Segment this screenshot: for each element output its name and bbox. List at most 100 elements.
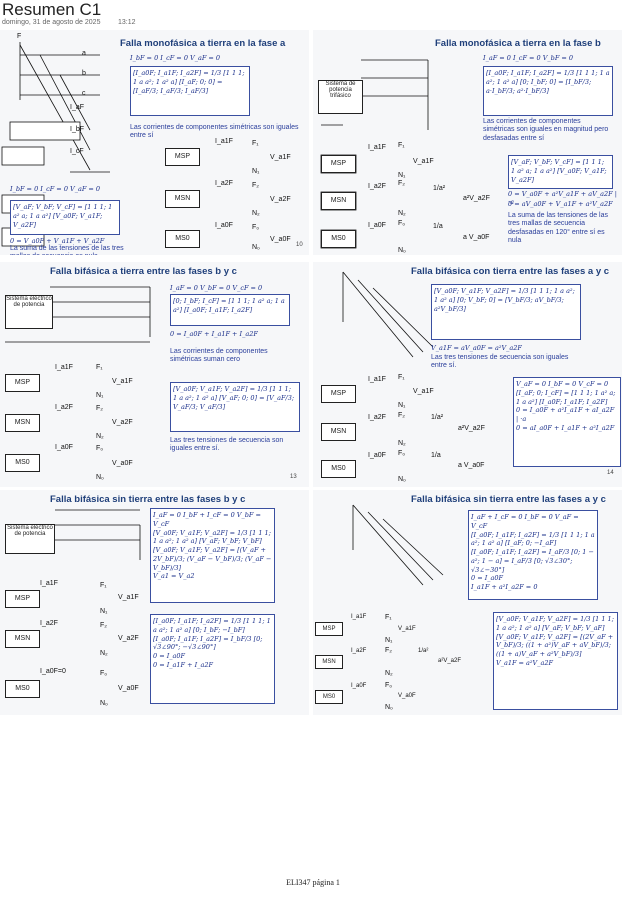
slide-5-text2: V_a1 = V_a2: [153, 572, 195, 581]
current-a0: I_a0F: [215, 222, 233, 229]
slide-4-diagram: [342, 271, 434, 358]
ratio-2: 1/a: [433, 223, 443, 230]
slide-4-box2: V_aF = 0 I_bF = 0 V_cF = 0 [I_aF; 0; I_c…: [513, 377, 621, 467]
slide-5-matrix1b: [V_a0F; V_a1F; V_a2F] = [(V_aF + 2V_bF)/…: [153, 546, 272, 572]
current-a0: I_a0F: [351, 683, 367, 689]
current-a2: I_a2F: [40, 620, 58, 627]
slide-2-text3: La suma de las tensiones de las tres mal…: [508, 212, 609, 245]
node-N1: N₁: [385, 637, 393, 644]
current-a1: I_a1F: [368, 144, 386, 151]
page-time: 13:12: [118, 19, 136, 26]
node-N2: N₂: [385, 670, 393, 677]
node-F1: F₁: [252, 140, 259, 147]
msp-box: MSP: [5, 590, 40, 608]
slide-1-page: 10: [296, 242, 303, 248]
slide-1-title: Falla monofásica a tierra en la fase a: [120, 38, 286, 49]
system-box: Sistema eléctrico de potencia: [5, 295, 53, 329]
label-c: c: [82, 90, 86, 97]
current-a1: I_a1F: [215, 138, 233, 145]
slide-2-matrix: [I_a0F; I_a1F; I_a2F] = 1/3 [1 1 1; 1 a …: [483, 66, 613, 116]
node-N2: N₂: [398, 210, 406, 217]
slide-6-matrix2b: [V_a0F; V_a1F; V_a2F] = [(2V_aF + V_bF)/…: [496, 632, 614, 659]
slide-5-text3: 0 = I_a0F: [153, 652, 186, 661]
slide-6-text2b: I_a1F + a²I_a2F = 0: [471, 583, 538, 592]
node-N0: N₀: [96, 474, 104, 481]
volt-a0: a V_a0F: [458, 462, 485, 469]
node-F0: F₀: [398, 220, 406, 227]
node-N0: N₀: [398, 247, 406, 254]
volt-a1: V_a1F: [413, 388, 434, 395]
slide-4-text2: V_a1F = aV_a0F = a²V_a2F: [431, 344, 522, 352]
slide-5-text3b: 0 = I_a1F + I_a2F: [153, 660, 213, 669]
node-F1: F₁: [385, 614, 392, 621]
slide-2-text2b: 0 = aV_a0F + V_a1F + a²V_a2F: [508, 200, 613, 208]
current-a2: I_a2F: [215, 180, 233, 187]
slide-1-matrix: [I_a0F; I_a1F; I_a2F] = 1/3 [1 1 1; 1 a …: [130, 66, 250, 116]
current-a0: I_a0F: [55, 444, 73, 451]
volt-a1: V_a1F: [398, 626, 416, 632]
node-F2: F₂: [252, 182, 259, 189]
node-F0: F₀: [385, 682, 393, 689]
current-a2: I_a2F: [368, 414, 386, 421]
slide-1-text: Las corrientes de componentes simétricas…: [130, 124, 299, 140]
slide-4-cond: V_aF = 0 I_bF = 0 V_cF = 0: [516, 380, 609, 388]
slide-6-matrix: [I_a0F; I_a1F; I_a2F] = 1/3 [1 1 1; 1 a …: [471, 530, 595, 548]
current-a0: I_a0F=0: [40, 668, 66, 675]
slide-1-cond2: I_bF = 0 I_cF = 0 V_aF = 0: [10, 185, 101, 193]
msn-box: MSN: [315, 655, 343, 669]
current-a2: I_a2F: [55, 404, 73, 411]
msp-box: MSP: [5, 374, 40, 392]
slide-3-text: Las corrientes de componentes simétricas…: [170, 348, 268, 364]
node-F0: F₀: [100, 670, 108, 677]
ms0-box: MS0: [5, 680, 40, 698]
volt-a1: V_a1F: [112, 378, 133, 385]
slide-3-matrix: [0; I_bF; I_cF] = [1 1 1; 1 a² a; 1 a a²…: [170, 294, 290, 326]
system-box: Sistema eléctrico de potencia: [5, 524, 55, 554]
current-a0: I_a0F: [368, 452, 386, 459]
slide-1-text3: La suma de las tensiones de las tres mal…: [10, 245, 124, 255]
slide-2-text: Las corrientes de componentes simétricas…: [483, 118, 609, 142]
msp-box: MSP: [321, 155, 356, 173]
slide-4-text3: 0 = I_a0F + a²I_a1F + aI_a2F | ·a: [516, 406, 615, 424]
slide-5-cond: I_aF = 0 I_bF + I_cF = 0 V_bF = V_cF: [153, 511, 261, 528]
node-N1: N₁: [398, 172, 406, 179]
msp-box: MSP: [165, 148, 200, 166]
slide-3-title: Falla bifásica a tierra entre las fases …: [50, 266, 237, 277]
volt-a2: V_a2F: [112, 419, 133, 426]
slide-6-text2: 0 = I_a0F: [471, 574, 504, 583]
slide-4-text3b: 0 = aI_a0F + I_a1F + a²I_a2F: [516, 423, 615, 432]
slide-6-matrix2: [V_a0F; V_a1F; V_a2F] = 1/3 [1 1 1; 1 a …: [496, 615, 614, 632]
node-F0: F₀: [398, 450, 406, 457]
ratio-2: 1/a: [431, 452, 441, 459]
ms0-box: MS0: [5, 454, 40, 472]
node-F2: F₂: [398, 180, 405, 187]
volt-a2: a²V_a2F: [463, 195, 490, 202]
slide-5: Sistema eléctrico de potencia Falla bifá…: [0, 490, 309, 715]
msn-box: MSN: [5, 414, 40, 432]
msn-box: MSN: [321, 192, 356, 210]
node-N0: N₀: [398, 476, 406, 483]
slide-3-text3: Las tres tensiones de secuencia son igua…: [170, 437, 284, 453]
current-a1: I_a1F: [55, 364, 73, 371]
node-N1: N₁: [252, 168, 260, 175]
ms0-box: MS0: [315, 690, 343, 704]
node-F2: F₂: [398, 412, 405, 419]
node-N0: N₀: [385, 704, 393, 711]
label-b: b: [82, 70, 86, 77]
slide-3-matrix2: [V_a0F; V_a1F; V_a2F] = 1/3 [1 1 1; 1 a …: [170, 382, 300, 432]
slide-5-matrix2: [I_a0F; I_a1F; I_a2F] = 1/3 [1 1 1; 1 a …: [153, 617, 271, 634]
slide-3-text2: 0 = I_a0F + I_a1F + I_a2F: [170, 330, 258, 338]
page-footer: ELI347 página 1: [286, 878, 340, 887]
slide-2-matrix2: [V_aF; V_bF; V_cF] = [1 1 1; 1 a² a; 1 a…: [508, 155, 613, 189]
node-N1: N₁: [96, 392, 104, 399]
current-a2: I_a2F: [351, 648, 367, 654]
node-F2: F₂: [96, 405, 103, 412]
slide-5-box2: [I_a0F; I_a1F; I_a2F] = 1/3 [1 1 1; 1 a …: [150, 614, 275, 704]
slide-6-diagram: [352, 504, 444, 586]
ratio-1: 1/a²: [433, 185, 446, 192]
slide-4-page: 14: [607, 470, 614, 476]
volt-a2: a²V_a2F: [438, 658, 462, 664]
slide-2-text2: 0 = V_a0F + a²V_a1F + aV_a2F | ·a: [508, 190, 617, 206]
node-N2: N₂: [100, 650, 108, 657]
label-a: a: [82, 50, 86, 57]
